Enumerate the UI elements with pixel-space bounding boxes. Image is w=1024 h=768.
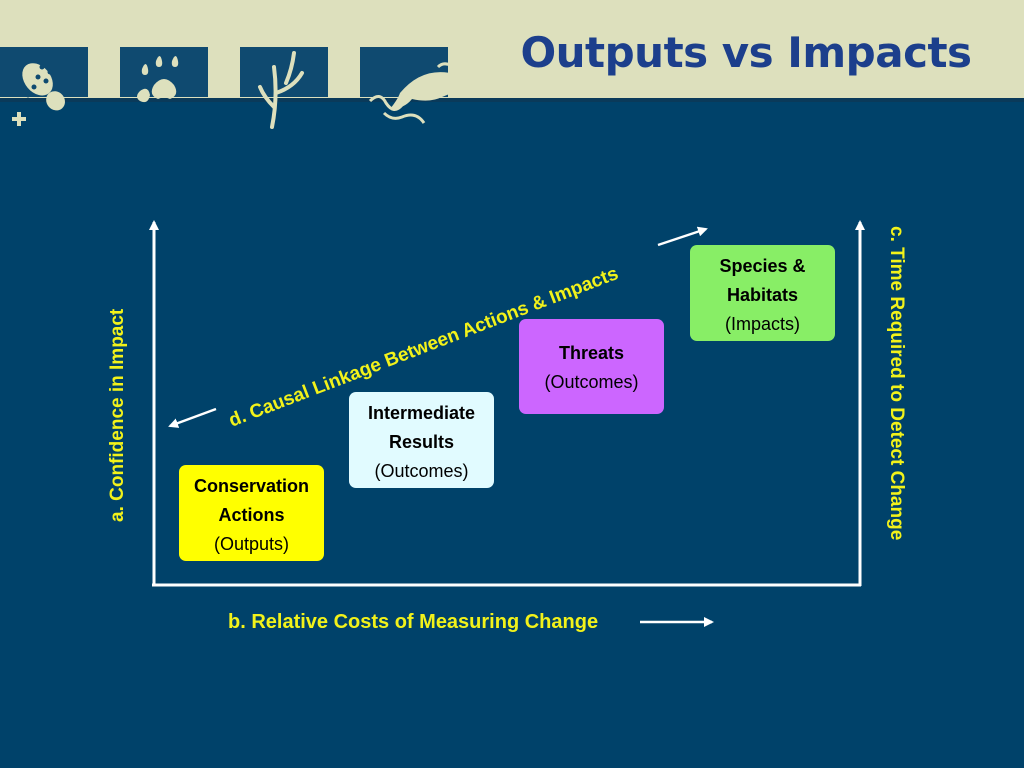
plant-sprout-icon <box>258 51 304 129</box>
threats-title: Threats <box>558 343 625 363</box>
paw-print-icon <box>137 56 179 103</box>
fish-tile <box>360 47 476 124</box>
confidence-axis-label: a. Confidence in Impact <box>107 308 128 522</box>
footprint-icon <box>12 63 65 126</box>
fish-icon <box>368 62 476 124</box>
species-habitats-box: Species & Habitats (Impacts) <box>690 245 835 341</box>
cost-axis-label: b. Relative Costs of Measuring Change <box>228 611 599 633</box>
conservation-actions-box: Conservation Actions (Outputs) <box>179 465 324 561</box>
conservation-title-2: Actions <box>218 505 285 525</box>
intermediate-title-1: Intermediate <box>367 403 476 423</box>
threats-box: Threats (Outcomes) <box>519 319 664 414</box>
conservation-title-1: Conservation <box>193 476 310 496</box>
paw-tile <box>120 47 208 103</box>
plant-tile <box>240 47 328 129</box>
conservation-subtitle: (Outputs) <box>213 534 290 554</box>
intermediate-results-box: Intermediate Results (Outcomes) <box>349 392 494 488</box>
footprint-tile <box>0 47 88 126</box>
intermediate-subtitle: (Outcomes) <box>374 461 469 481</box>
time-axis-label: c. Time Required to Detect Change <box>886 226 907 541</box>
species-title-1: Species & <box>719 256 806 276</box>
species-title-2: Habitats <box>726 285 798 305</box>
causal-arrow-right <box>657 226 708 247</box>
threats-subtitle: (Outcomes) <box>544 372 639 392</box>
header-divider <box>0 98 1024 102</box>
slide-title: Outputs vs Impacts <box>520 28 972 77</box>
species-subtitle: (Impacts) <box>724 314 800 334</box>
causal-arrow-left <box>168 407 217 428</box>
intermediate-title-2: Results <box>388 432 455 452</box>
